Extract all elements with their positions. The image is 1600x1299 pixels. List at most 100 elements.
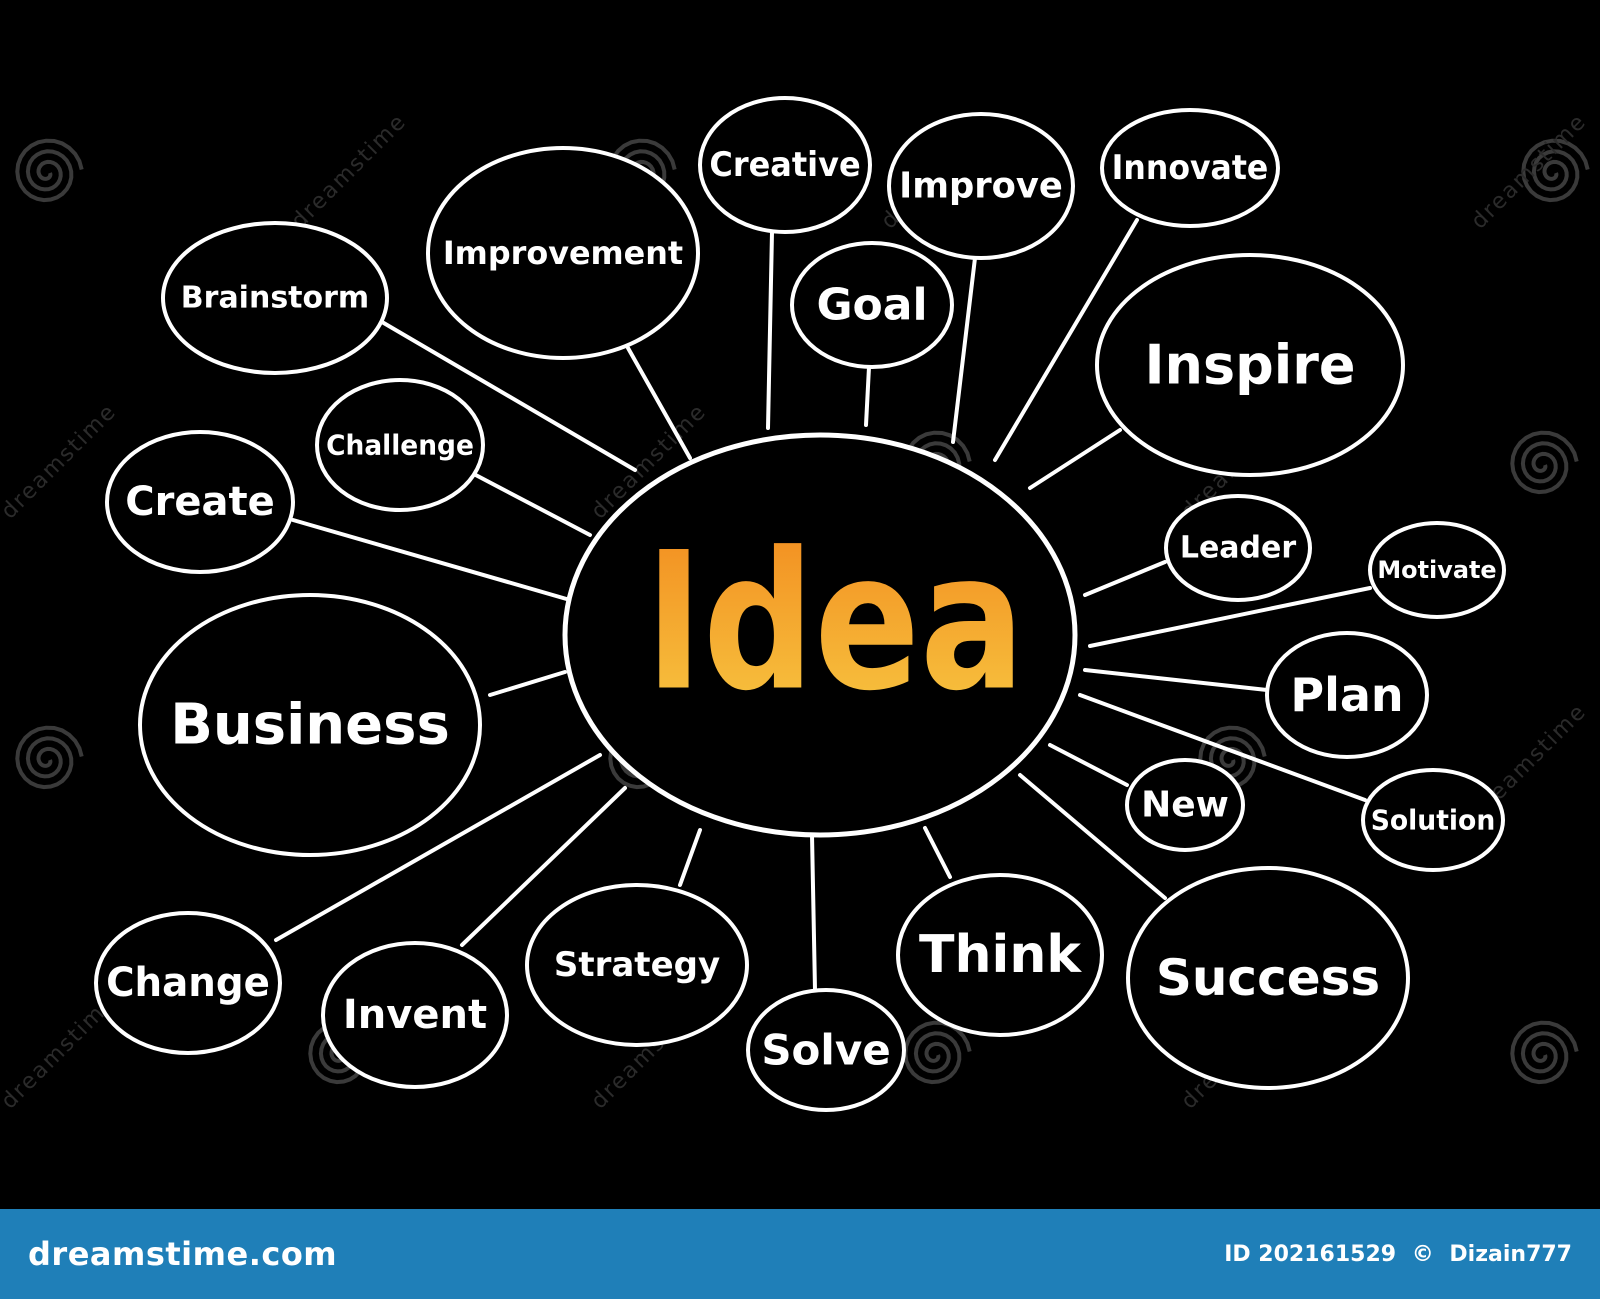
- center-node-ellipse: [562, 432, 1078, 838]
- connector-solve: [810, 833, 817, 992]
- node-ellipse-create: [105, 430, 295, 574]
- node-ellipse-brainstorm: [161, 221, 389, 375]
- node-label-leader: Leader: [1180, 531, 1297, 566]
- node-new: New: [1125, 758, 1245, 852]
- connector-innovate: [993, 218, 1139, 462]
- connector-strategy: [678, 828, 702, 887]
- center-node-label: Idea: [645, 512, 1025, 733]
- node-ellipse-solve: [746, 988, 906, 1112]
- watermark-stamp: dreamstime: [287, 109, 412, 234]
- center-node: Idea: [562, 432, 1078, 838]
- node-ellipse-motivate: [1368, 521, 1506, 619]
- node-label-plan: Plan: [1290, 668, 1403, 722]
- watermark-spiral-icon: [1521, 138, 1590, 203]
- footer-bar: dreamstime.com ID 202161529 © Dizain777: [0, 1209, 1600, 1299]
- node-label-innovate: Innovate: [1112, 148, 1269, 188]
- connector-leader: [1083, 560, 1167, 597]
- node-creative: Creative: [698, 96, 872, 234]
- node-success: Success: [1126, 866, 1410, 1090]
- watermark-spiral-icon: [1510, 1020, 1579, 1085]
- author-name[interactable]: Dizain777: [1449, 1241, 1572, 1267]
- watermark-spiral-icon: [903, 1020, 972, 1085]
- node-label-strategy: Strategy: [554, 945, 720, 985]
- node-change: Change: [94, 911, 282, 1055]
- connector-new: [1048, 743, 1129, 787]
- node-label-solve: Solve: [761, 1026, 890, 1075]
- node-ellipse-innovate: [1100, 108, 1280, 228]
- connector-business: [488, 670, 567, 697]
- node-ellipse-strategy: [525, 883, 749, 1047]
- node-business: Business: [138, 593, 482, 857]
- node-leader: Leader: [1164, 494, 1312, 602]
- node-ellipse-goal: [790, 241, 954, 369]
- node-ellipse-think: [896, 873, 1104, 1037]
- node-label-invent: Invent: [343, 992, 487, 1038]
- connector-plan: [1083, 668, 1269, 692]
- connector-layer: [274, 218, 1372, 992]
- connector-invent: [460, 786, 627, 947]
- watermark-spiral-icon: [308, 1020, 377, 1085]
- connector-think: [923, 826, 952, 879]
- node-innovate: Innovate: [1100, 108, 1280, 228]
- connector-create: [291, 518, 572, 602]
- connector-improvement: [626, 346, 692, 460]
- node-label-brainstorm: Brainstorm: [181, 281, 369, 316]
- connector-brainstorm: [380, 320, 637, 472]
- node-brainstorm: Brainstorm: [161, 221, 389, 375]
- node-ellipse-leader: [1164, 494, 1312, 602]
- node-label-think: Think: [919, 925, 1082, 985]
- copyright-symbol: ©: [1411, 1241, 1434, 1267]
- node-label-improve: Improve: [899, 166, 1063, 207]
- node-ellipse-business: [138, 593, 482, 857]
- connector-creative: [766, 230, 774, 430]
- node-improve: Improve: [887, 112, 1075, 260]
- connector-solution: [1078, 693, 1367, 802]
- connector-inspire: [1028, 428, 1122, 490]
- node-ellipse-improve: [887, 112, 1075, 260]
- node-motivate: Motivate: [1368, 521, 1506, 619]
- node-label-goal: Goal: [816, 280, 927, 331]
- node-ellipse-success: [1126, 866, 1410, 1090]
- node-ellipse-challenge: [315, 378, 485, 512]
- connector-challenge: [468, 470, 592, 537]
- node-label-change: Change: [106, 960, 270, 1006]
- node-plan: Plan: [1265, 631, 1429, 759]
- node-ellipse-invent: [321, 941, 509, 1089]
- node-strategy: Strategy: [525, 883, 749, 1047]
- node-challenge: Challenge: [315, 378, 485, 512]
- node-invent: Invent: [321, 941, 509, 1089]
- watermark-stamp: dreamstime: [1467, 109, 1592, 234]
- node-solution: Solution: [1361, 768, 1505, 872]
- connector-motivate: [1088, 586, 1372, 648]
- node-label-solution: Solution: [1371, 804, 1496, 837]
- node-ellipse-solution: [1361, 768, 1505, 872]
- node-label-challenge: Challenge: [326, 429, 474, 462]
- node-label-business: Business: [170, 693, 450, 758]
- watermark-spiral-icon: [15, 725, 84, 790]
- node-ellipse-creative: [698, 96, 872, 234]
- node-label-creative: Creative: [709, 145, 860, 185]
- node-label-inspire: Inspire: [1144, 334, 1355, 397]
- node-solve: Solve: [746, 988, 906, 1112]
- watermark-spiral-icon: [1510, 430, 1579, 495]
- node-label-improvement: Improvement: [443, 234, 683, 272]
- connector-change: [274, 753, 602, 942]
- watermark-stamp: dreamstime: [0, 399, 122, 524]
- node-inspire: Inspire: [1095, 253, 1405, 477]
- node-ellipse-plan: [1265, 631, 1429, 759]
- node-improvement: Improvement: [426, 146, 700, 360]
- node-ellipse-change: [94, 911, 282, 1055]
- node-label-motivate: Motivate: [1377, 556, 1496, 584]
- footer-credit: ID 202161529 © Dizain777: [1224, 1242, 1572, 1267]
- node-ellipse-inspire: [1095, 253, 1405, 477]
- node-label-success: Success: [1156, 949, 1380, 1007]
- connector-improve: [951, 256, 977, 444]
- node-label-new: New: [1141, 785, 1229, 826]
- footer-brand[interactable]: dreamstime.com: [28, 1235, 338, 1273]
- watermark-spiral-icon: [15, 138, 84, 203]
- node-goal: Goal: [790, 241, 954, 369]
- image-id: ID 202161529: [1224, 1241, 1397, 1267]
